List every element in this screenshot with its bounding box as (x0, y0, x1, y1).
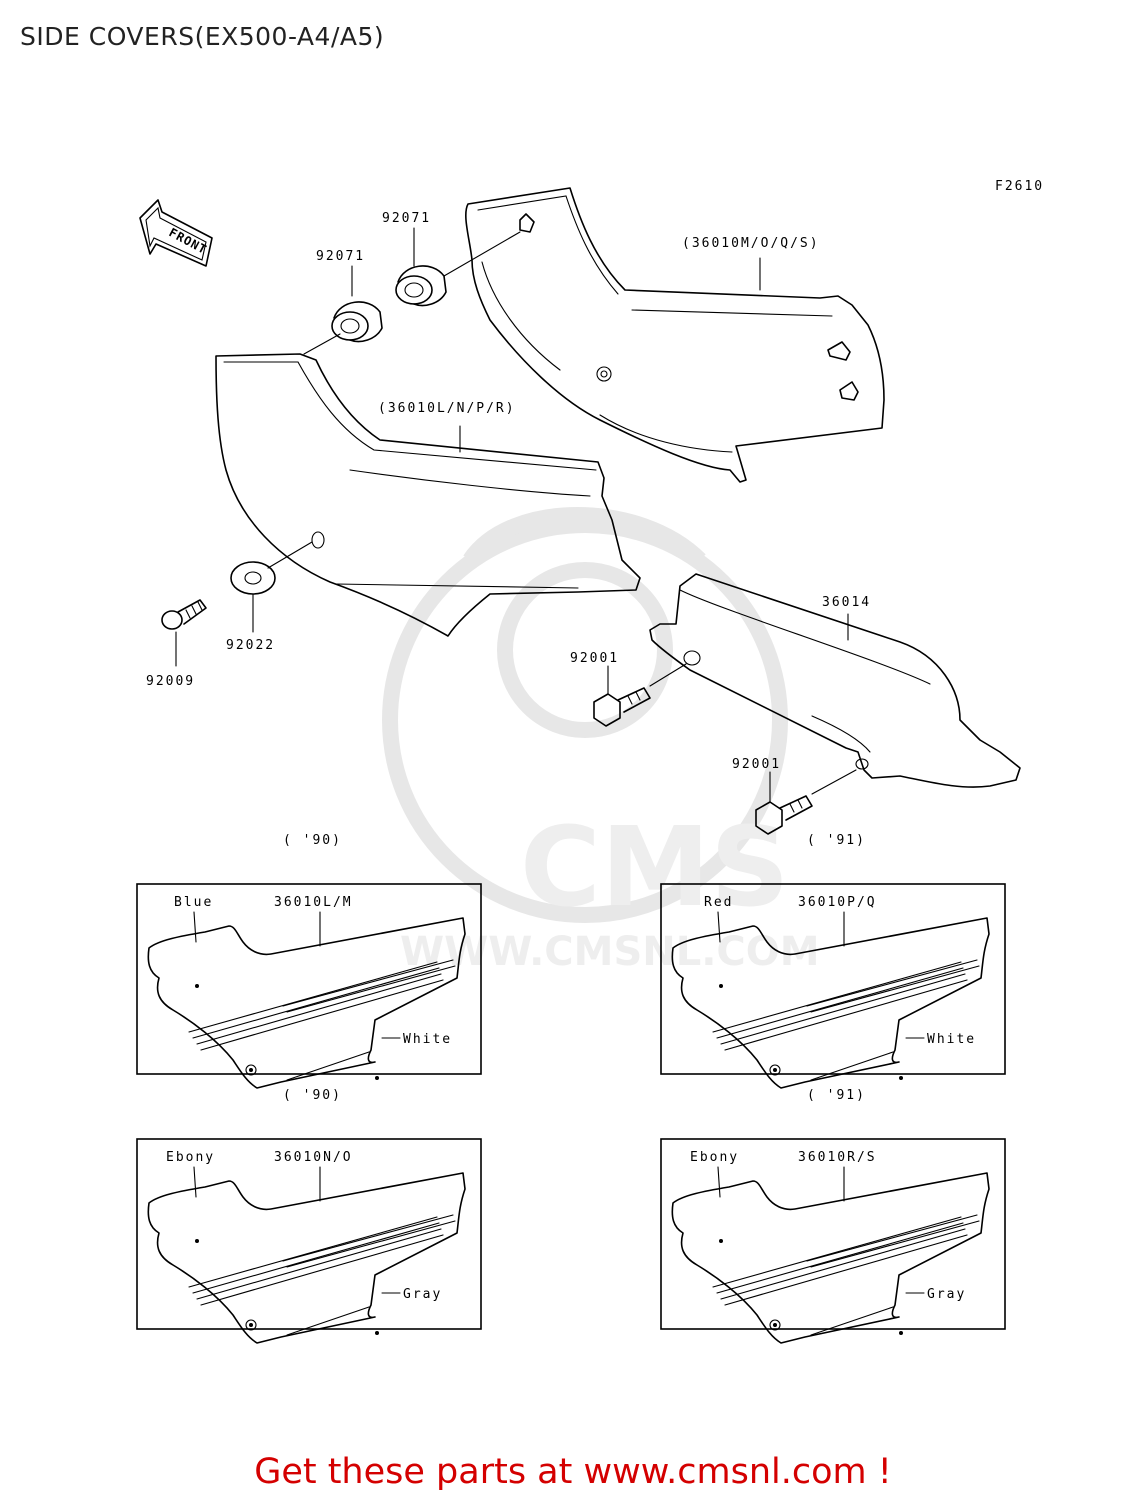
grommet-right-icon (395, 231, 521, 307)
variant-part-number: 36010L/M (274, 895, 353, 910)
variant-box-3: ( '90) Ebony 36010N/O Gray (136, 1088, 482, 1344)
figure-code: F2610 (995, 179, 1044, 194)
variant-part-number: 36010N/O (274, 1150, 353, 1165)
variant-part-number: 36010R/S (798, 1150, 877, 1165)
watermark-brand: CMS (520, 803, 789, 931)
bolt-lower-icon (755, 769, 857, 835)
variant-color-main: Ebony (166, 1150, 215, 1165)
callout-cover-left: (36010L/N/P/R) (378, 401, 516, 416)
callout-bolt-lower: 92001 (732, 757, 781, 772)
variant-color-main: Red (704, 895, 733, 910)
grommet-left-icon (303, 301, 383, 355)
page-title: SIDE COVERS(EX500-A4/A5) (20, 22, 385, 51)
chain-cover (649, 573, 1021, 788)
variant-color-main: Blue (174, 895, 213, 910)
front-arrow-icon: FRONT (139, 199, 213, 267)
variant-box-4: ( '91) Ebony 36010R/S Gray (660, 1088, 1006, 1344)
callout-grommet-right: 92071 (382, 211, 431, 226)
left-side-cover (215, 353, 641, 637)
promo-link[interactable]: Get these parts at www.cmsnl.com ! (254, 1452, 892, 1492)
watermark-url: WWW.CMSNL.COM (400, 929, 820, 975)
variant-box-1: ( '90) Blue 36010L/M White (136, 833, 482, 1089)
variant-year: ( '91) (807, 833, 866, 848)
variant-part-number: 36010P/Q (798, 895, 877, 910)
variant-year: ( '90) (283, 833, 342, 848)
variant-box-2: ( '91) Red 36010P/Q White (660, 833, 1006, 1089)
callout-bolt-upper: 92001 (570, 651, 619, 666)
callout-screw: 92009 (146, 674, 195, 689)
callout-chain-cover: 36014 (822, 595, 871, 610)
washer-icon (230, 541, 313, 633)
callout-grommet-left: 92071 (316, 249, 365, 264)
bolt-upper-icon (593, 663, 687, 727)
watermark-logo: CMS WWW.CMSNL.COM (382, 507, 820, 975)
right-side-cover (465, 187, 885, 483)
variant-color-main: Ebony (690, 1150, 739, 1165)
screw-icon (161, 599, 207, 667)
variant-color-stripe: White (927, 1032, 976, 1047)
callout-cover-right: (36010M/O/Q/S) (682, 236, 820, 251)
variant-color-stripe: Gray (403, 1287, 442, 1302)
variant-color-stripe: Gray (927, 1287, 966, 1302)
variant-year: ( '90) (283, 1088, 342, 1103)
variant-color-stripe: White (403, 1032, 452, 1047)
variant-year: ( '91) (807, 1088, 866, 1103)
callout-washer: 92022 (226, 638, 275, 653)
